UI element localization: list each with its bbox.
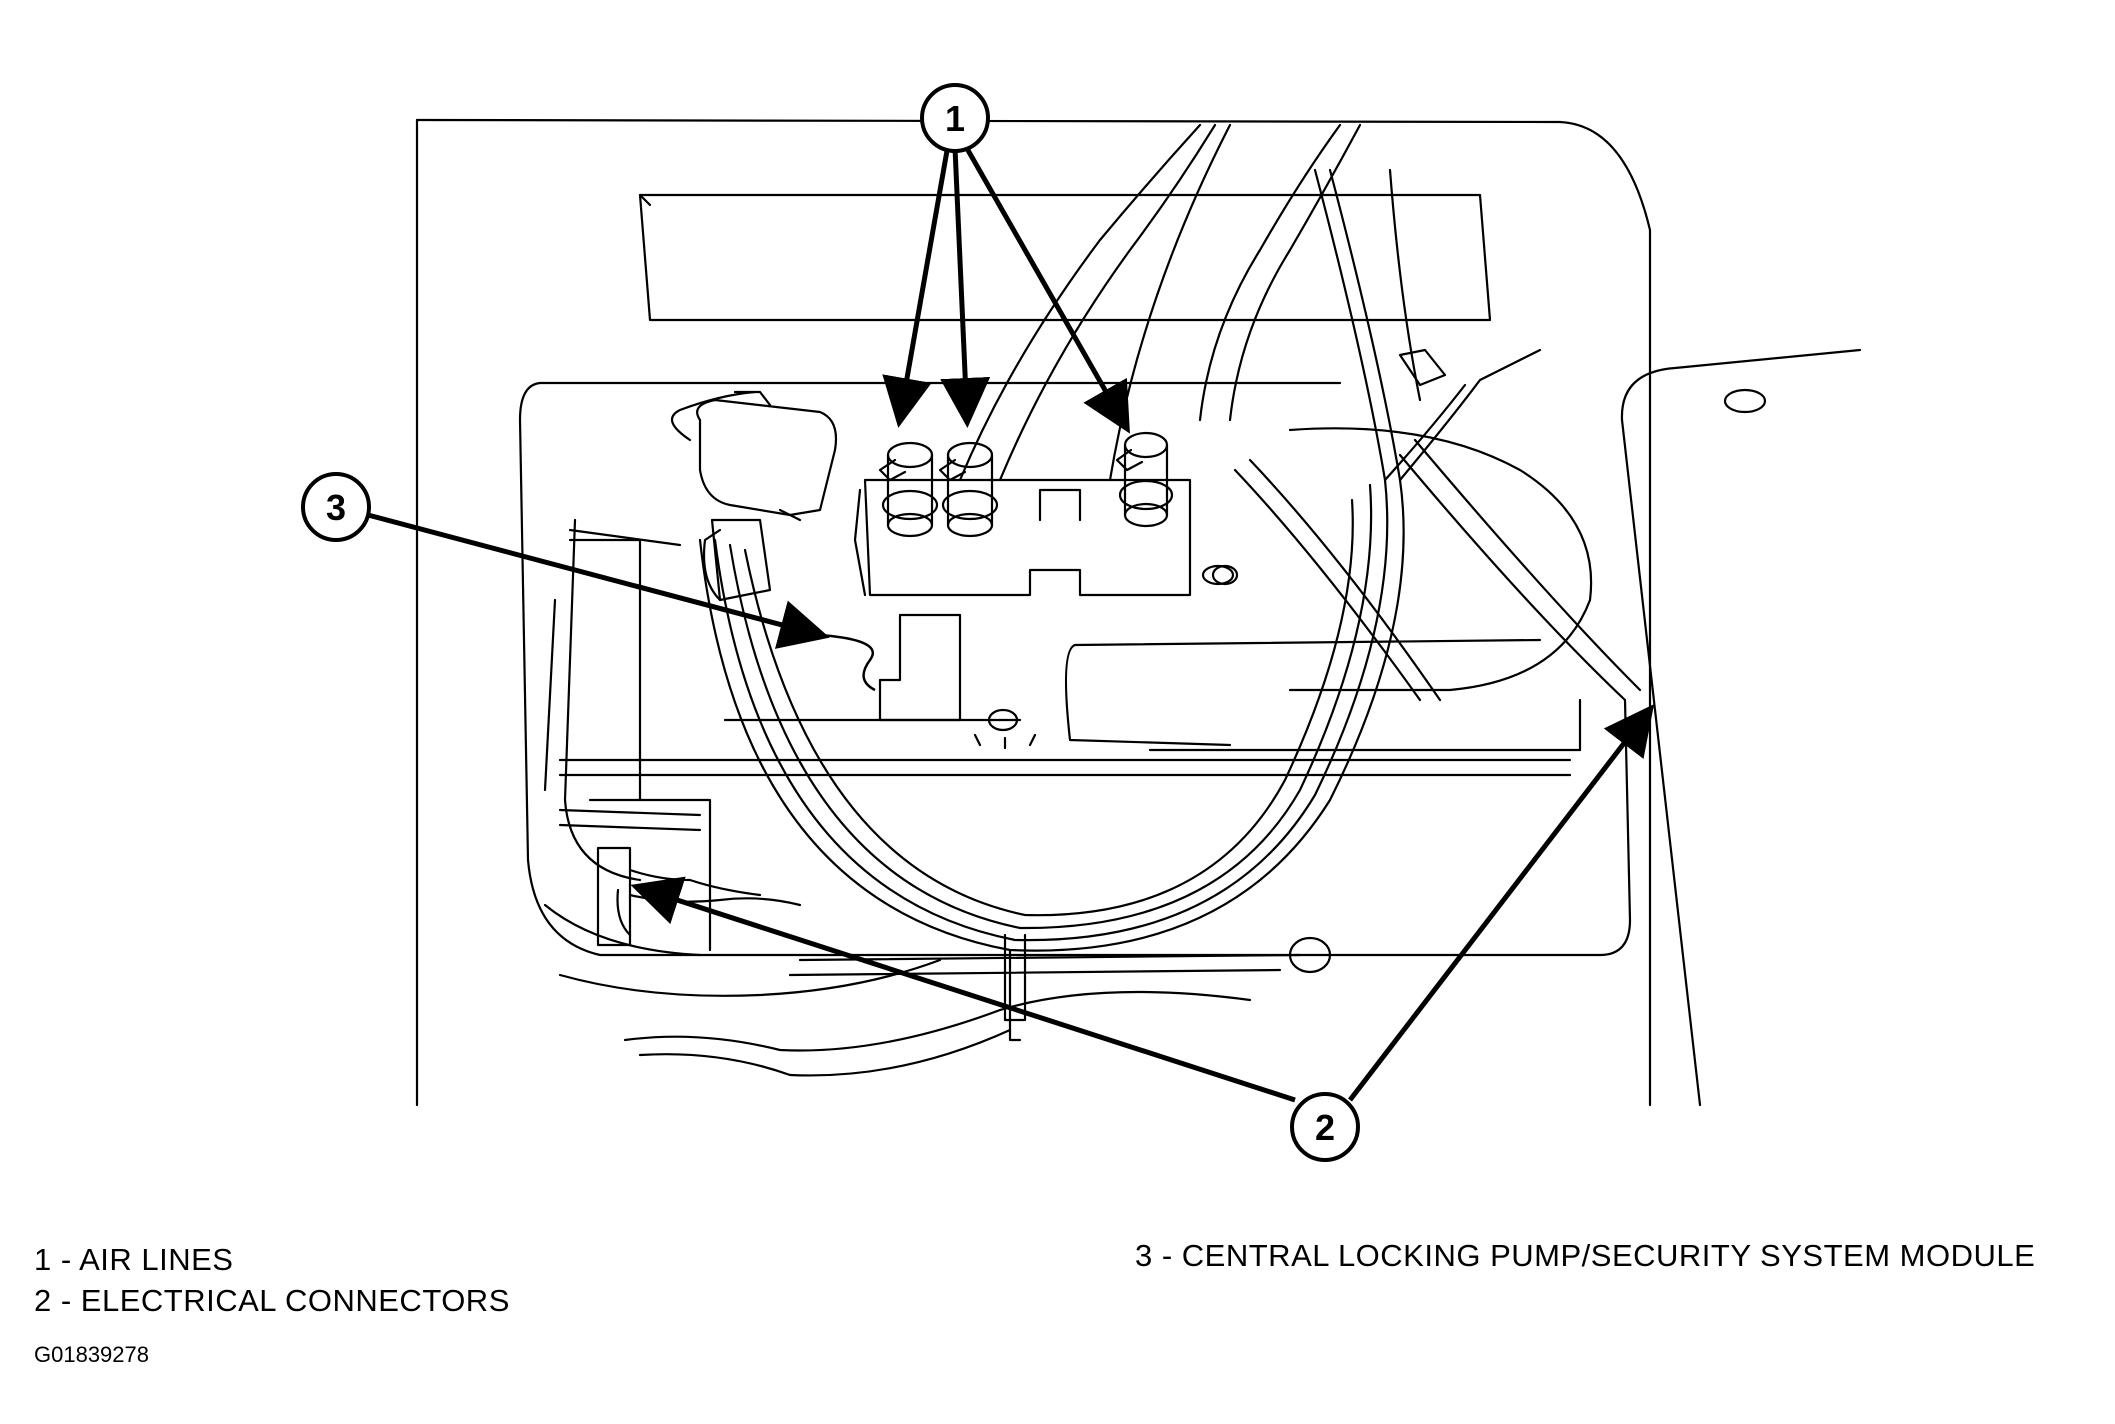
leader-1b — [940, 147, 991, 428]
legend-item-air-lines: 1 - AIR LINES — [34, 1242, 234, 1277]
pump-block — [853, 431, 1239, 597]
mounting-plate — [1620, 348, 1862, 1107]
leader-2a — [630, 876, 1296, 1103]
wire-harness — [543, 123, 1642, 1077]
door-panel — [415, 118, 1652, 1107]
svg-text:2: 2 — [1315, 1107, 1335, 1148]
leader-lines — [367, 143, 1655, 1103]
leader-3 — [367, 512, 830, 649]
callout-1: 1 — [920, 83, 990, 153]
callout-3: 3 — [301, 472, 371, 542]
svg-text:1: 1 — [945, 98, 965, 139]
figure-id: G01839278 — [34, 1342, 149, 1367]
module-housing — [518, 381, 1632, 957]
legend-item-pump-module: 3 - CENTRAL LOCKING PUMP/SECURITY SYSTEM… — [1135, 1238, 2036, 1273]
svg-text:3: 3 — [326, 487, 346, 528]
legend-item-electrical-connectors: 2 - ELECTRICAL CONNECTORS — [34, 1283, 510, 1318]
leader-1c — [962, 143, 1130, 434]
callout-2: 2 — [1290, 1092, 1360, 1162]
connector-bracket — [543, 538, 802, 952]
electrical-plug — [670, 390, 838, 602]
leader-2b — [1348, 704, 1655, 1102]
leader-1a — [882, 144, 951, 428]
